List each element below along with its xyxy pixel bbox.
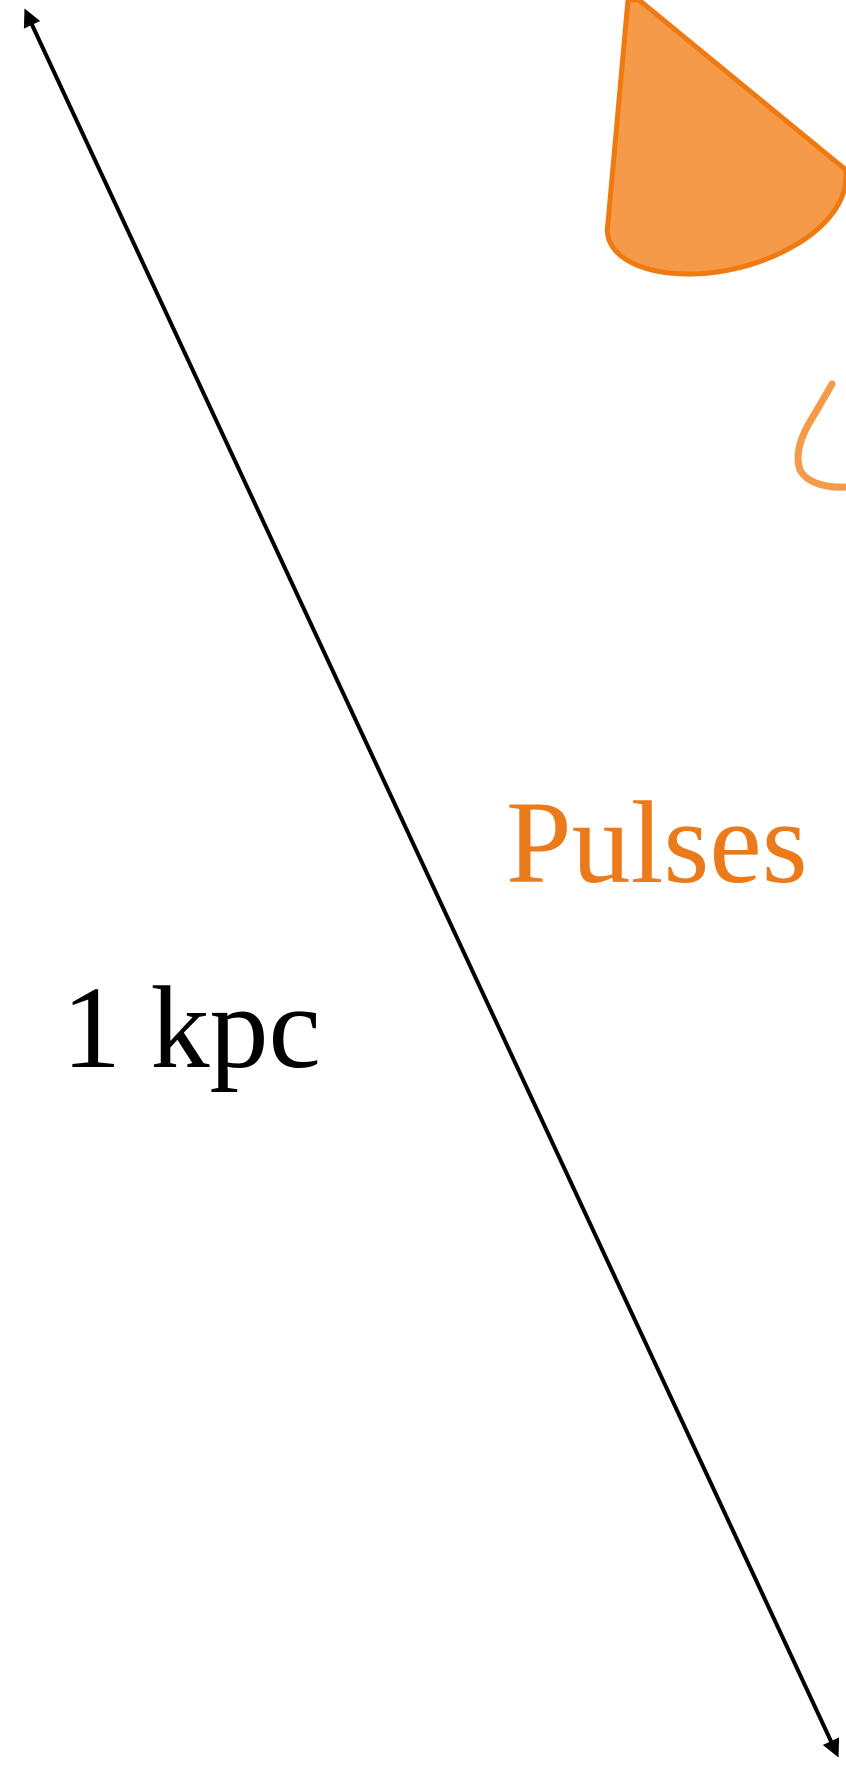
pulsar-beam-cone bbox=[607, 0, 846, 274]
distance-scale-label: 1 kpc bbox=[62, 962, 321, 1093]
pulses-label: Pulses bbox=[506, 777, 808, 908]
pulse-wave-fragment bbox=[798, 384, 846, 487]
